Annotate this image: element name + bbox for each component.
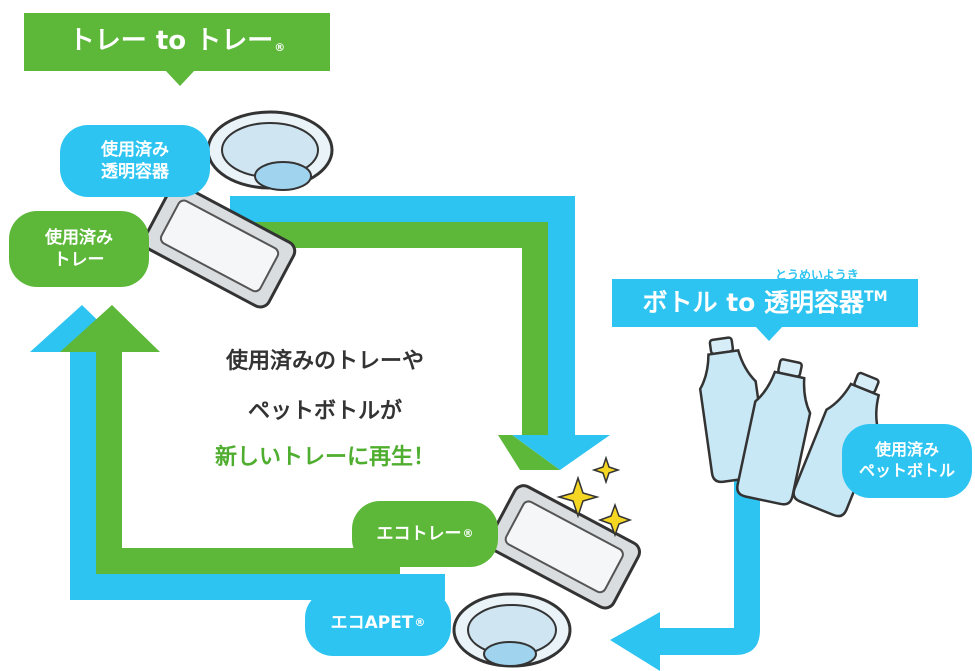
center-text-line2: ペットボトルが (247, 399, 402, 424)
registered-mark: ® (274, 41, 286, 55)
used-pet-bottle-label: 使用済み ペットボトル (842, 424, 972, 498)
used-clear-container-line2: 透明容器 (101, 162, 169, 182)
center-text-line3: 新しいトレーに再生！ (214, 445, 435, 470)
eco-tray-text: エコトレー (376, 523, 462, 544)
eco-apet-label: エコAPET® (305, 590, 451, 656)
eco-tray-illustration (487, 484, 641, 610)
bottle-to-container-title: ボトル to 透明容器TM (642, 287, 887, 320)
eco-apet-text: エコAPET (330, 612, 414, 633)
eco-tray-registered-mark: ® (462, 526, 474, 540)
trademark-mark: TM (864, 288, 888, 305)
used-tray-label: 使用済み トレー (9, 211, 149, 287)
eco-apet-registered-mark: ® (414, 615, 426, 629)
bottle-arrow (610, 470, 760, 671)
used-tray-line2: トレー (53, 250, 105, 270)
banner-pointer-blue (755, 326, 783, 341)
eco-apet-illustration (452, 592, 572, 668)
used-tray-line1: 使用済み (45, 227, 113, 248)
tray-to-tray-banner: トレー to トレー® (24, 13, 330, 71)
bottle-to-container-title-text: ボトル to 透明容器 (642, 287, 865, 317)
bottle-ruby: とうめいようき (775, 268, 859, 282)
used-pet-bottle-line1: 使用済み (874, 440, 939, 460)
green-loop-lower-arrow (60, 305, 400, 574)
eco-tray-label: エコトレー® (352, 501, 498, 567)
used-clear-container-line1: 使用済み (101, 139, 169, 160)
sparkle-icons (556, 455, 633, 538)
tray-to-tray-title-text: トレー to トレー (68, 26, 274, 57)
pet-bottles-illustration (698, 336, 881, 518)
tray-to-tray-title: トレー to トレー® (69, 25, 285, 59)
banner-pointer (165, 70, 195, 86)
bottle-to-container-banner: ボトル to 透明容器TM (612, 279, 918, 327)
used-tray-illustration (142, 183, 297, 309)
used-pet-bottle-line2: ペットボトル (858, 461, 955, 480)
center-text-line1: 使用済みのトレーや (225, 349, 424, 374)
blue-loop-lower-arrow (30, 305, 445, 600)
used-clear-container-label: 使用済み 透明容器 (60, 125, 210, 197)
used-clear-container-illustration (206, 110, 334, 191)
blue-loop-arrow (230, 196, 610, 470)
